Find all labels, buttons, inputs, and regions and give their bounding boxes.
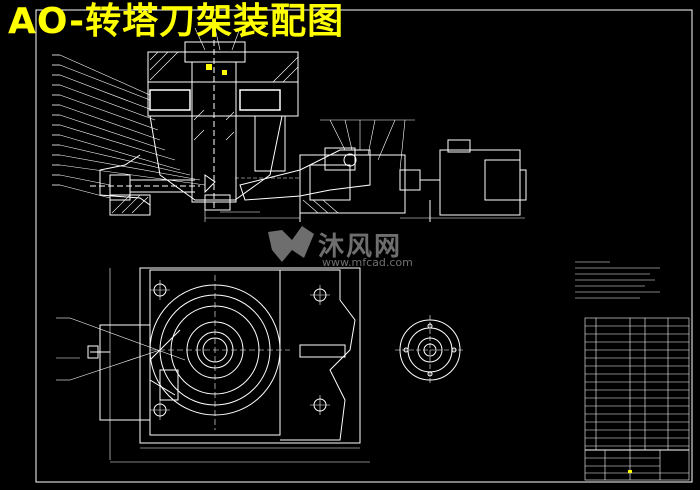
drive-assembly — [235, 119, 527, 222]
watermark-name: 沐风网 — [318, 232, 403, 262]
watermark-url: www.mfcad.com — [322, 256, 413, 269]
front-section-view — [52, 27, 301, 222]
flange-view — [395, 315, 465, 385]
drawing-title: AO-转塔刀架装配图 — [8, 1, 345, 42]
technical-notes — [575, 261, 660, 299]
highlight-marks — [206, 64, 632, 473]
parts-list-table — [584, 317, 690, 481]
plan-view — [56, 267, 370, 463]
drawing-border — [35, 9, 693, 483]
watermark-logo — [268, 226, 314, 262]
